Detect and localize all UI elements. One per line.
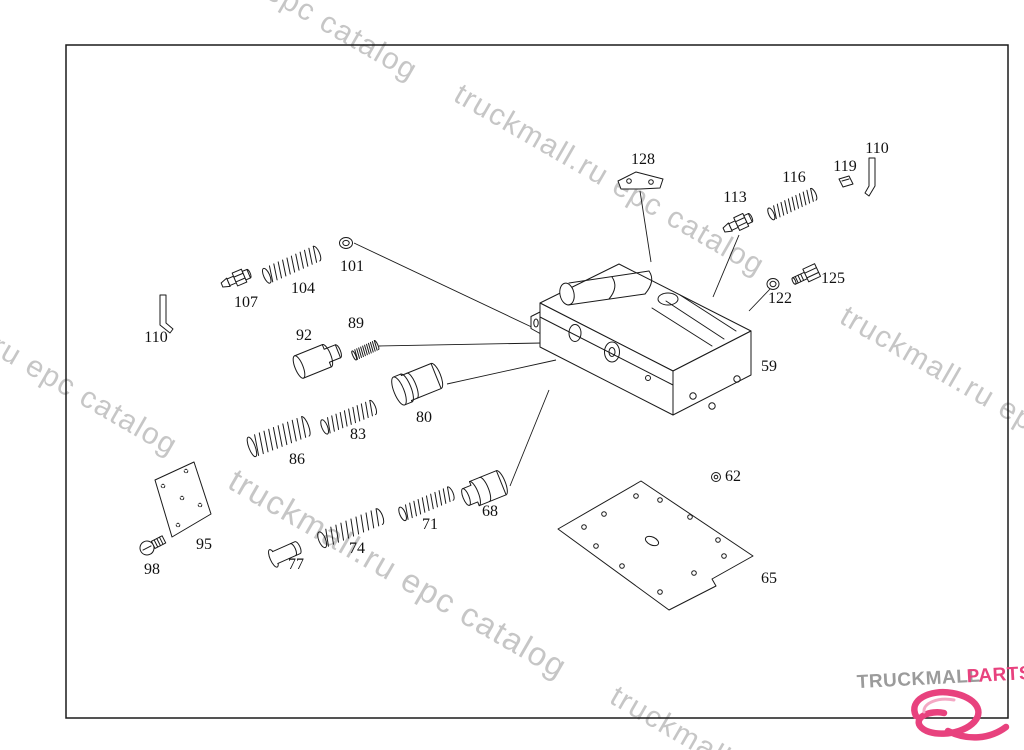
label-101: 101: [340, 258, 364, 275]
label-104: 104: [291, 280, 315, 297]
part-122-ring: [766, 278, 780, 290]
label-95: 95: [196, 536, 212, 553]
part-98-screw: [139, 535, 167, 556]
label-80: 80: [416, 409, 432, 426]
part-125-bolt: [791, 263, 822, 285]
logo-swirl-icon: [911, 688, 982, 737]
part-62-screw: [711, 472, 721, 482]
label-77: 77: [288, 556, 304, 573]
part-80-piston: [391, 362, 444, 406]
label-92: 92: [296, 327, 312, 344]
leader-lines: [353, 190, 772, 487]
part-101-ring: [339, 237, 353, 249]
diagram-border: [65, 44, 1009, 719]
part-128-bracket: [617, 171, 664, 190]
label-110-right: 110: [865, 140, 888, 157]
part-110-pin-left: [159, 294, 174, 334]
label-113: 113: [723, 189, 746, 206]
logo-swirl-highlight-icon: [922, 697, 956, 714]
label-59: 59: [761, 358, 777, 375]
part-labels: 128 110 119 116 113 125 122 101 107 104 …: [144, 140, 889, 587]
part-95-gasket-plate: [154, 461, 212, 538]
part-119-clip: [838, 175, 854, 188]
label-68: 68: [482, 503, 498, 520]
label-65: 65: [761, 570, 777, 587]
part-92-piston: [292, 344, 342, 379]
logo-suffix-text: PARTS: [966, 663, 1024, 687]
diagram-artwork: [139, 157, 876, 611]
part-59-valve-body: [530, 263, 752, 416]
label-128: 128: [631, 151, 655, 168]
label-74: 74: [349, 540, 365, 557]
part-68-piston: [461, 470, 508, 507]
label-86: 86: [289, 451, 305, 468]
label-98: 98: [144, 561, 160, 578]
label-125: 125: [821, 270, 845, 287]
label-71: 71: [422, 516, 438, 533]
label-107: 107: [234, 294, 258, 311]
label-122: 122: [768, 290, 792, 307]
label-62: 62: [725, 468, 741, 485]
part-77-pin: [268, 541, 302, 568]
label-89: 89: [348, 315, 364, 332]
label-116: 116: [782, 169, 805, 186]
logo-swirl-tail-icon: [944, 723, 1010, 741]
part-65-separator-plate: [557, 480, 754, 611]
label-119: 119: [833, 158, 856, 175]
label-110-left: 110: [144, 329, 167, 346]
label-83: 83: [350, 426, 366, 443]
part-110-pin-right: [864, 157, 876, 197]
